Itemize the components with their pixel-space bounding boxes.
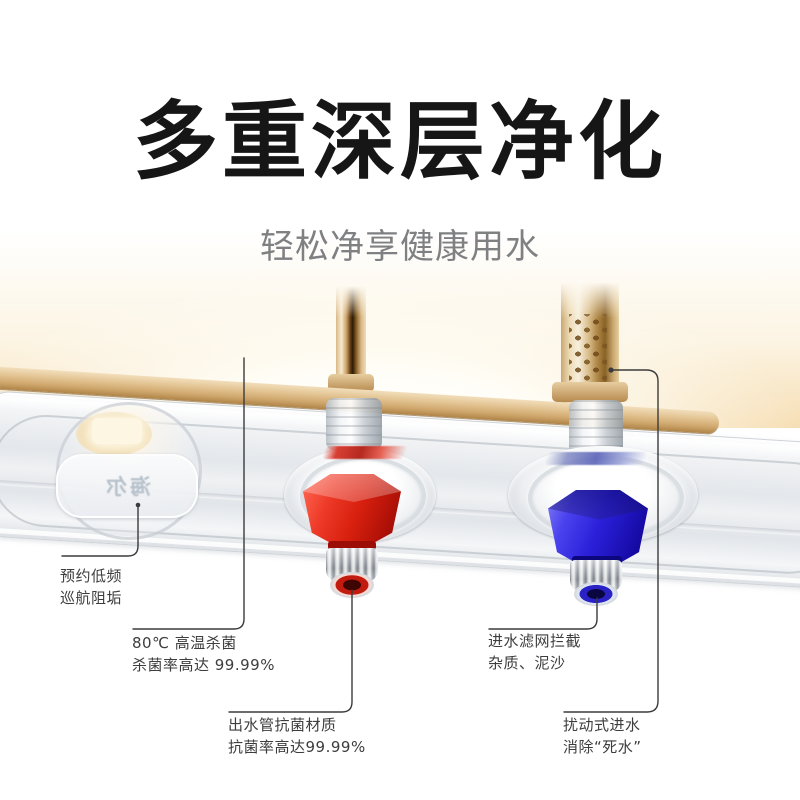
callout-line-1: 扰动式进水 [563,716,641,734]
callout-line-1: 80℃ 高温杀菌 [132,634,237,652]
page-title: 多重深层净化 [132,93,667,192]
inlet-pipe-base [552,382,628,402]
lens-light [92,418,142,444]
outlet-pipe [336,286,366,390]
hot-outlet-label-reflection [321,446,409,459]
callout-line-2: 杀菌率高达 99.99% [132,656,275,674]
callout-line-2: 杂质、泥沙 [488,654,566,672]
callout-line-1: 预约低频 [60,567,123,585]
brand-lens: 海尔 [56,454,198,518]
hot-outlet-neck [326,398,382,450]
hot-outlet-hex-top-face [303,474,401,502]
callout-inlet-filter: 进水滤网拦截 杂质、泥沙 [488,630,581,674]
callout-high-temp-sterilize: 80℃ 高温杀菌 杀菌率高达 99.99% [132,632,275,676]
callout-reserve-descale: 预约低频 巡航阻垢 [60,565,122,609]
cold-inlet-label-reflection [543,452,649,465]
callout-outlet-antibacterial: 出水管抗菌材质 抗菌率高达99.99% [228,714,366,758]
callout-disturb-inlet: 扰动式进水 消除“死水” [563,714,642,758]
callout-line-1: 进水滤网拦截 [488,632,582,650]
hot-outlet-opening [330,572,374,598]
cold-inlet-hex-top-face [548,490,648,520]
callout-line-2: 抗菌率高达99.99% [228,738,366,756]
hot-outlet-hex-nut [303,474,401,544]
cold-inlet-opening [574,582,618,606]
page-subtitle: 轻松净享健康用水 [260,227,540,267]
callout-line-2: 消除“死水” [563,738,642,756]
mirrored-brand-text: 海尔 [103,475,151,499]
hot-outlet-collar [328,541,376,550]
cold-inlet-hex-nut [548,490,648,564]
callout-line-1: 出水管抗菌材质 [228,716,337,734]
callout-line-2: 巡航阻垢 [60,589,123,607]
